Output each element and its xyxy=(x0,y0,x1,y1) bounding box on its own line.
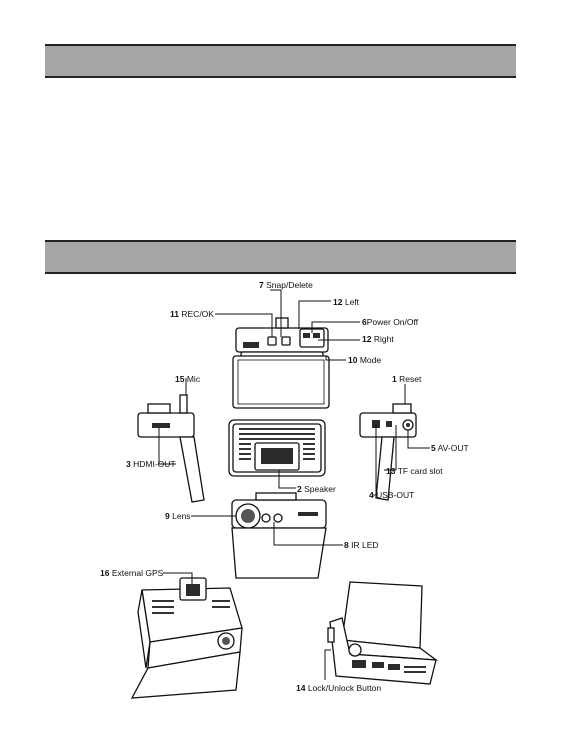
label-tf-card-slot: 13 TF card slot xyxy=(386,466,443,476)
label-hdmi-out: 3 HDMI-OUT xyxy=(126,459,176,469)
camera-back-view xyxy=(228,419,326,477)
label-left: 12 Left xyxy=(333,297,360,307)
camera-left-view xyxy=(137,394,205,503)
label-reset: 1 Reset xyxy=(392,374,422,384)
label-right: 12 Right xyxy=(362,334,394,344)
label-lens: 9 Lens xyxy=(165,511,191,521)
label-speaker: 2 Speaker xyxy=(297,484,336,494)
label-external-gps: 16 External GPS xyxy=(100,568,164,578)
camera-front-view xyxy=(231,492,327,579)
camera-perspective-left xyxy=(130,577,243,699)
camera-right-view xyxy=(359,403,417,501)
label-av-out: 5 AV-OUT xyxy=(431,443,469,453)
label-power: 6Power On/Off xyxy=(362,317,419,327)
label-snap-delete: 7 Snap/Delete xyxy=(259,280,313,290)
label-ir-led: 8 IR LED xyxy=(344,540,379,550)
leader-lines xyxy=(158,289,430,680)
label-lock-unlock: 14 Lock/Unlock Button xyxy=(296,683,382,693)
section-header-bar-2 xyxy=(45,240,516,274)
camera-perspective-right xyxy=(327,581,439,685)
label-mode: 10 Mode xyxy=(348,355,382,365)
label-mic: 15 Mic xyxy=(175,374,201,384)
camera-top-view xyxy=(232,317,330,409)
label-rec-ok: 11 REC/OK xyxy=(170,309,214,319)
label-usb-out: 4 USB-OUT xyxy=(369,490,415,500)
section-header-bar-1 xyxy=(45,44,516,78)
